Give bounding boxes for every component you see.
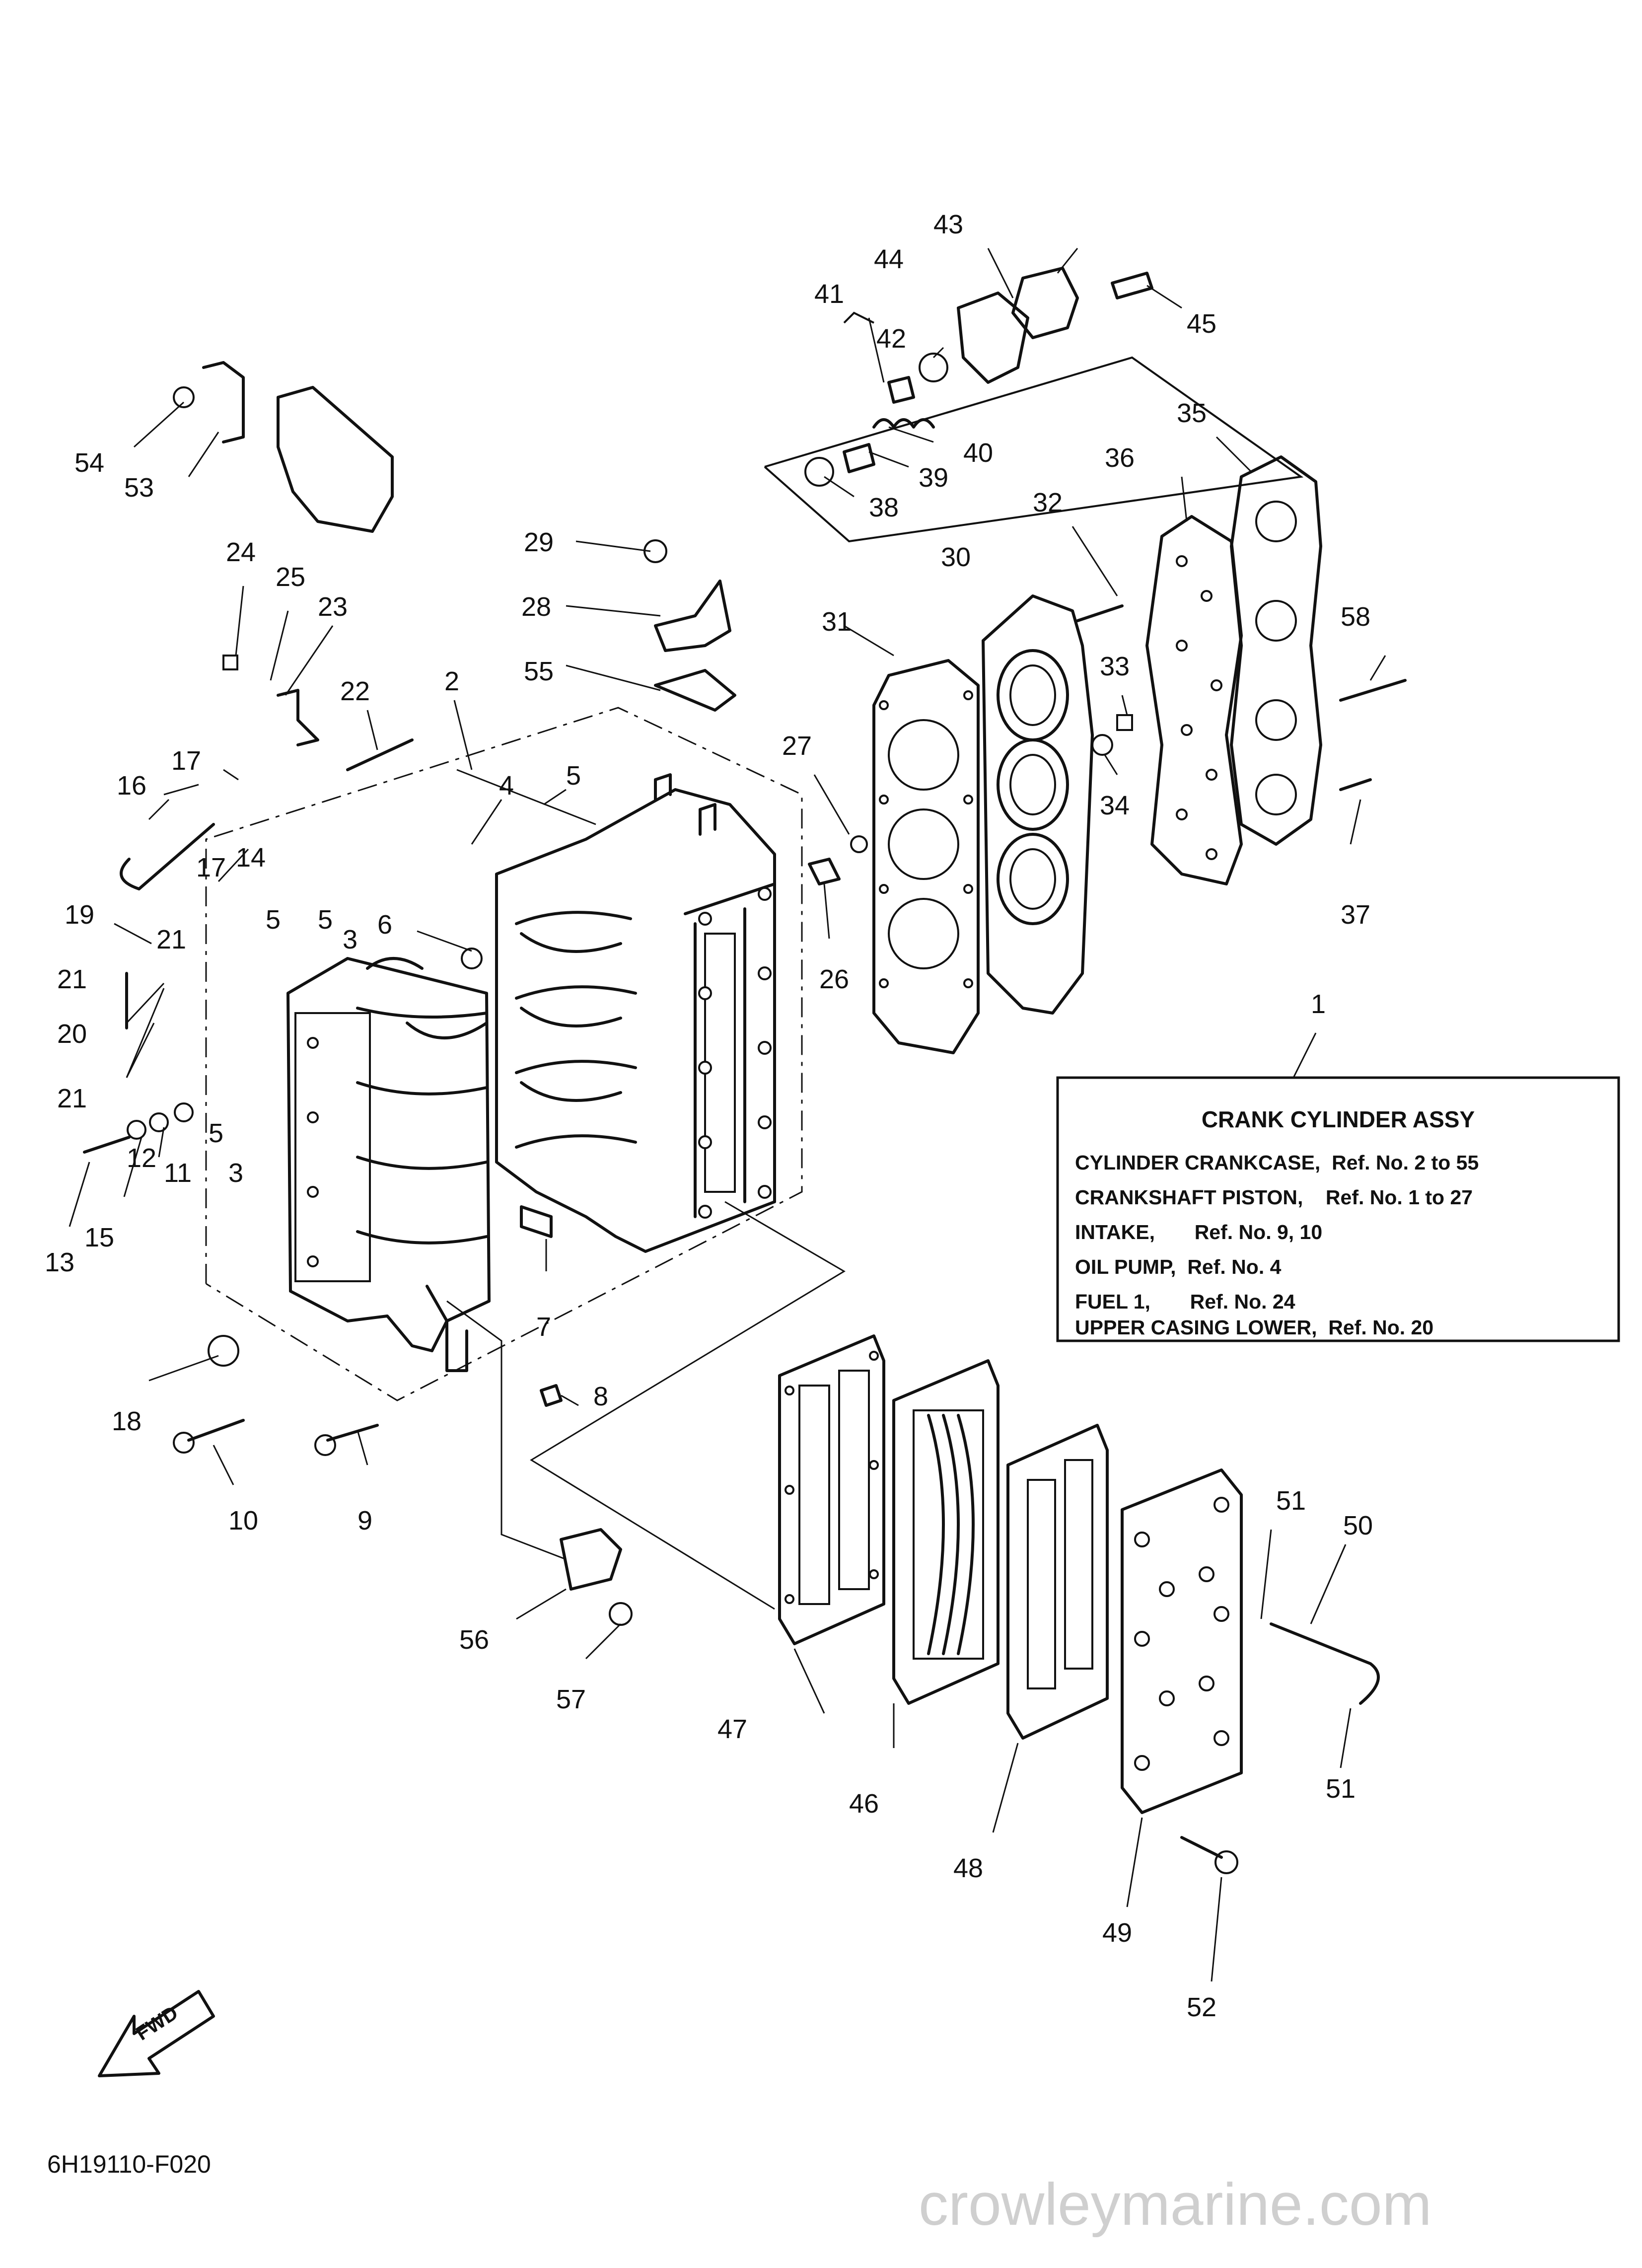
bracket-28-part[interactable] — [643, 539, 736, 712]
fasteners-group[interactable] — [83, 604, 1407, 1874]
callout-22: 22 — [340, 676, 370, 706]
callout-28: 28 — [521, 592, 551, 622]
callout-50: 50 — [1343, 1511, 1373, 1540]
callout-labels: 1 2 3 3 4 5 5 5 5 6 7 8 9 10 11 12 13 14… — [45, 210, 1373, 2022]
legend-row-4: OIL PUMP, Ref. No. 4 — [1075, 1255, 1282, 1278]
callout-53: 53 — [124, 473, 154, 503]
callout-52: 52 — [1187, 1992, 1216, 2022]
reed-gasket-2-part[interactable] — [1006, 1424, 1109, 1740]
callout-56: 56 — [459, 1625, 489, 1655]
callout-48: 48 — [953, 1853, 983, 1883]
callout-30: 30 — [941, 542, 971, 572]
callout-20: 20 — [57, 1019, 87, 1049]
callout-49: 49 — [1102, 1918, 1132, 1948]
callout-14: 14 — [236, 843, 266, 873]
callout-21b: 21 — [57, 1084, 87, 1113]
callout-41: 41 — [814, 279, 844, 309]
callout-35: 35 — [1177, 398, 1207, 428]
callout-29: 29 — [524, 527, 554, 557]
legend-box: CRANK CYLINDER ASSY CYLINDER CRANKCASE, … — [1056, 1076, 1620, 1342]
callout-46: 46 — [849, 1789, 879, 1819]
head-cover-gasket-part[interactable] — [1145, 515, 1243, 885]
callout-32: 32 — [1033, 488, 1063, 517]
cylinder-head-part[interactable] — [982, 594, 1094, 1015]
head-gasket-part[interactable] — [872, 659, 980, 1054]
callout-11: 11 — [164, 1158, 192, 1188]
callout-57: 57 — [556, 1684, 586, 1714]
callout-19: 19 — [65, 900, 94, 930]
callout-39: 39 — [919, 463, 948, 493]
callout-8: 8 — [593, 1382, 608, 1411]
callout-15: 15 — [84, 1223, 114, 1252]
callout-38: 38 — [869, 493, 899, 522]
callout-47: 47 — [717, 1714, 747, 1744]
figure-code: 6H19110-F020 — [47, 2150, 211, 2178]
leader-lines — [69, 248, 1386, 1982]
callout-3a: 3 — [343, 925, 357, 954]
callout-10: 10 — [228, 1506, 258, 1536]
callout-31: 31 — [822, 607, 852, 637]
callout-42: 42 — [876, 324, 906, 354]
callout-1: 1 — [1311, 989, 1326, 1019]
legend-row-2: CRANKSHAFT PISTON, Ref. No. 1 to 27 — [1075, 1186, 1473, 1209]
callout-6: 6 — [377, 910, 392, 940]
reed-valve-part[interactable] — [892, 1359, 999, 1705]
callout-51a: 51 — [1276, 1486, 1306, 1516]
callout-17b: 17 — [196, 853, 226, 882]
callout-7: 7 — [536, 1312, 551, 1342]
intake-cover-part[interactable] — [1121, 1468, 1243, 1814]
callout-51b: 51 — [1326, 1774, 1356, 1804]
legend-row-1: CYLINDER CRANKCASE, Ref. No. 2 to 55 — [1075, 1151, 1479, 1174]
assembly-boundary — [205, 707, 803, 1401]
cylinder-block-part[interactable] — [495, 773, 776, 1253]
callout-5c: 5 — [318, 905, 333, 935]
callout-13: 13 — [45, 1247, 74, 1277]
callout-9: 9 — [357, 1506, 372, 1536]
callout-43: 43 — [933, 210, 963, 239]
legend-row-5: FUEL 1, Ref. No. 24 — [1075, 1290, 1295, 1313]
callout-36: 36 — [1105, 443, 1135, 473]
callout-21a: 21 — [57, 964, 87, 994]
callout-27: 27 — [782, 731, 812, 761]
callout-37: 37 — [1341, 900, 1370, 930]
reed-gasket-part[interactable] — [778, 1334, 885, 1645]
callout-25: 25 — [276, 562, 305, 592]
callout-58: 58 — [1341, 602, 1370, 632]
callout-55: 55 — [524, 657, 554, 686]
upper-bracket-part[interactable] — [173, 361, 394, 533]
legend-title: CRANK CYLINDER ASSY — [1202, 1106, 1475, 1132]
callout-5d: 5 — [209, 1118, 223, 1148]
callout-23: 23 — [318, 592, 348, 622]
callout-33: 33 — [1100, 652, 1130, 681]
callout-21c: 21 — [156, 925, 186, 954]
forward-arrow-icon: FWD — [98, 1990, 215, 2077]
callout-2: 2 — [444, 666, 459, 696]
callout-4: 4 — [499, 771, 514, 801]
crankcase-part[interactable] — [286, 957, 491, 1372]
callout-18: 18 — [112, 1406, 142, 1436]
callout-34: 34 — [1100, 791, 1130, 820]
callout-16: 16 — [117, 771, 146, 801]
callout-26: 26 — [819, 964, 849, 994]
callout-54: 54 — [74, 448, 104, 478]
callout-40: 40 — [963, 438, 993, 468]
head-cover-part[interactable] — [1230, 455, 1322, 846]
callout-44: 44 — [874, 244, 904, 274]
callout-5a: 5 — [566, 761, 581, 791]
callout-17a: 17 — [171, 746, 201, 776]
callout-3b: 3 — [228, 1158, 243, 1188]
legend-row-6: UPPER CASING LOWER, Ref. No. 20 — [1075, 1316, 1433, 1339]
callout-45: 45 — [1187, 309, 1216, 339]
callout-24: 24 — [226, 537, 256, 567]
site-watermark: crowleymarine.com — [919, 2171, 1432, 2238]
callout-12: 12 — [127, 1143, 156, 1173]
legend-row-3: INTAKE, Ref. No. 9, 10 — [1075, 1221, 1322, 1244]
callout-5b: 5 — [266, 905, 281, 935]
